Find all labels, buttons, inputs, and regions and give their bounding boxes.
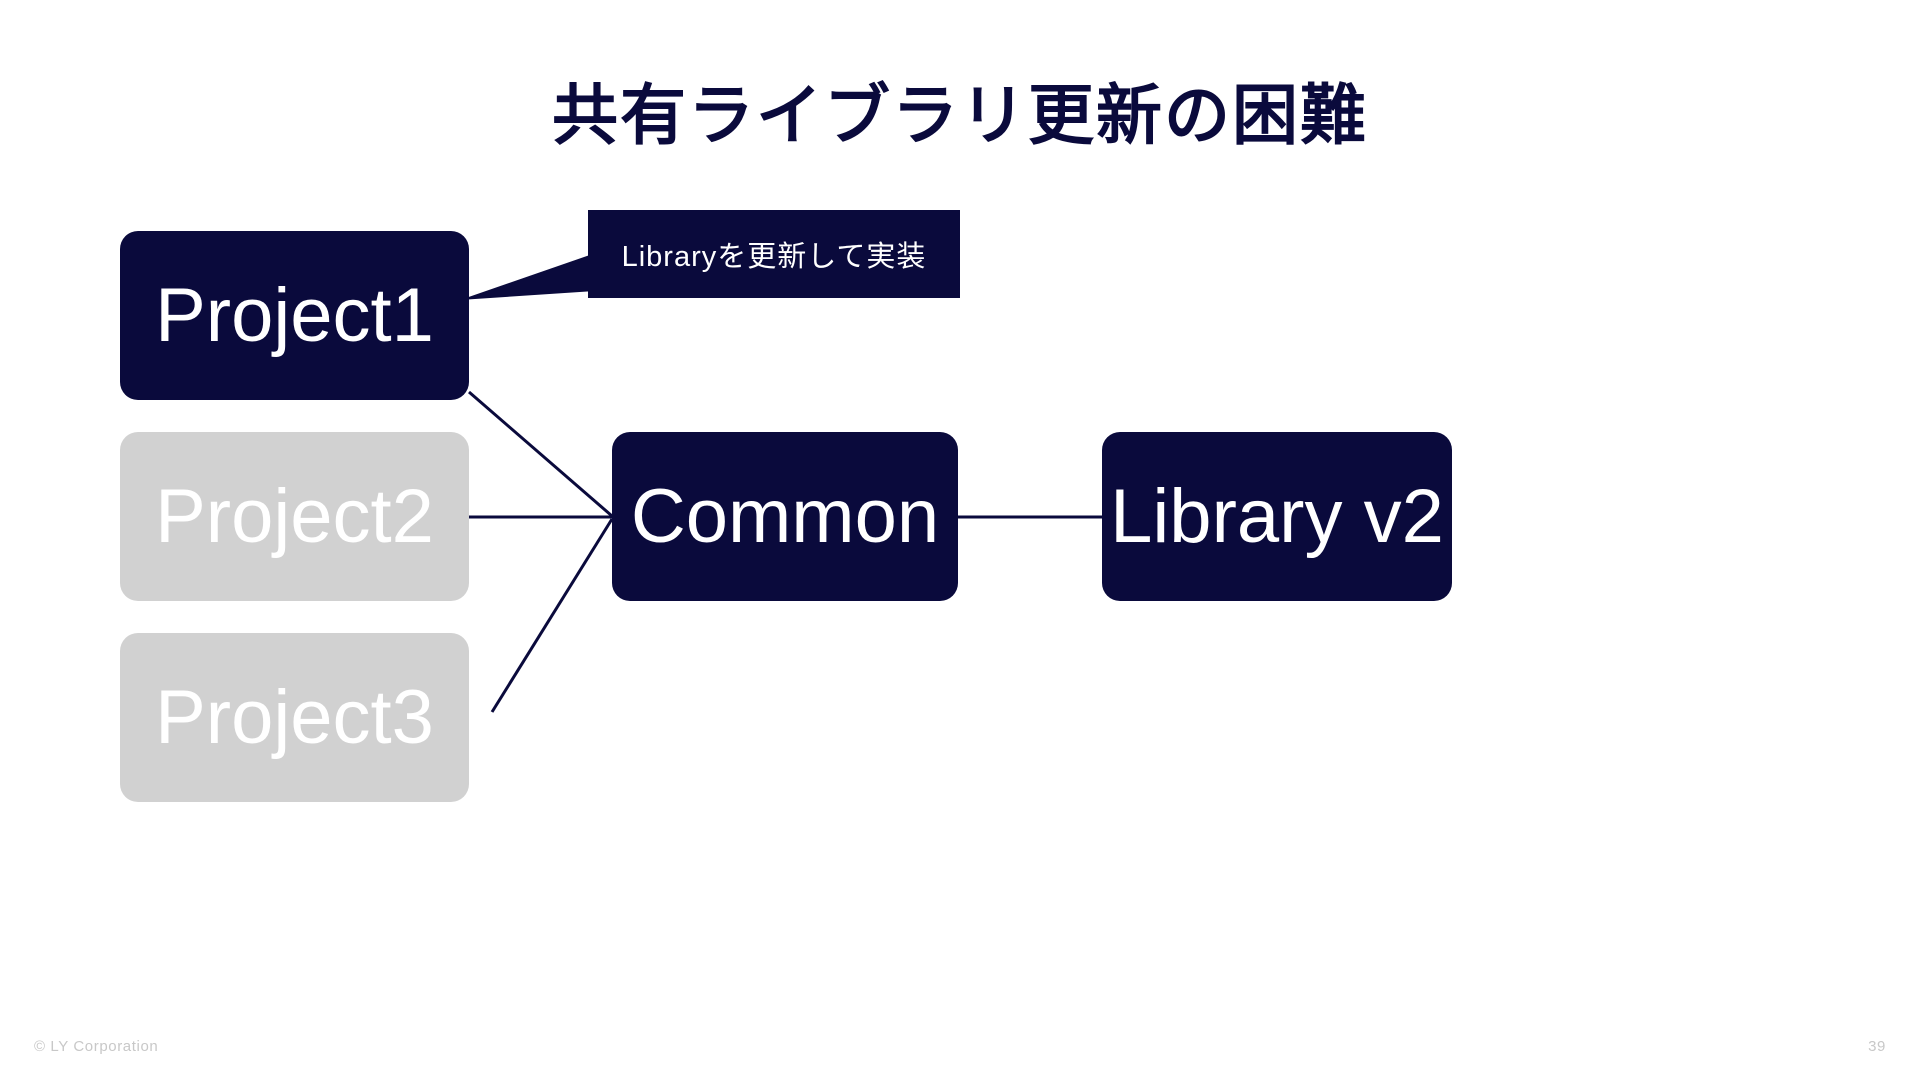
- edge-project3-common: [490, 518, 614, 713]
- footer-copyright: © LY Corporation: [34, 1038, 159, 1055]
- callout-tail-icon: [460, 248, 610, 300]
- node-project2-label: Project2: [155, 473, 434, 559]
- node-common-label: Common: [630, 473, 940, 559]
- node-library-v2-label: Library v2: [1110, 473, 1444, 559]
- node-library-v2[interactable]: Library v2: [1102, 432, 1452, 601]
- node-project1-label: Project1: [155, 272, 434, 358]
- callout-label: Libraryを更新して実装: [621, 241, 927, 273]
- node-common[interactable]: Common: [612, 432, 958, 601]
- footer-page-number: 39: [1868, 1038, 1886, 1055]
- node-project2[interactable]: Project2: [120, 432, 469, 601]
- page-title: 共有ライブラリ更新の困難: [552, 78, 1368, 152]
- node-project3[interactable]: Project3: [120, 633, 469, 802]
- node-project3-label: Project3: [155, 674, 434, 760]
- node-project1[interactable]: Project1: [120, 231, 469, 400]
- callout-box: Libraryを更新して実装: [588, 210, 960, 298]
- edge-project1-common: [468, 390, 613, 518]
